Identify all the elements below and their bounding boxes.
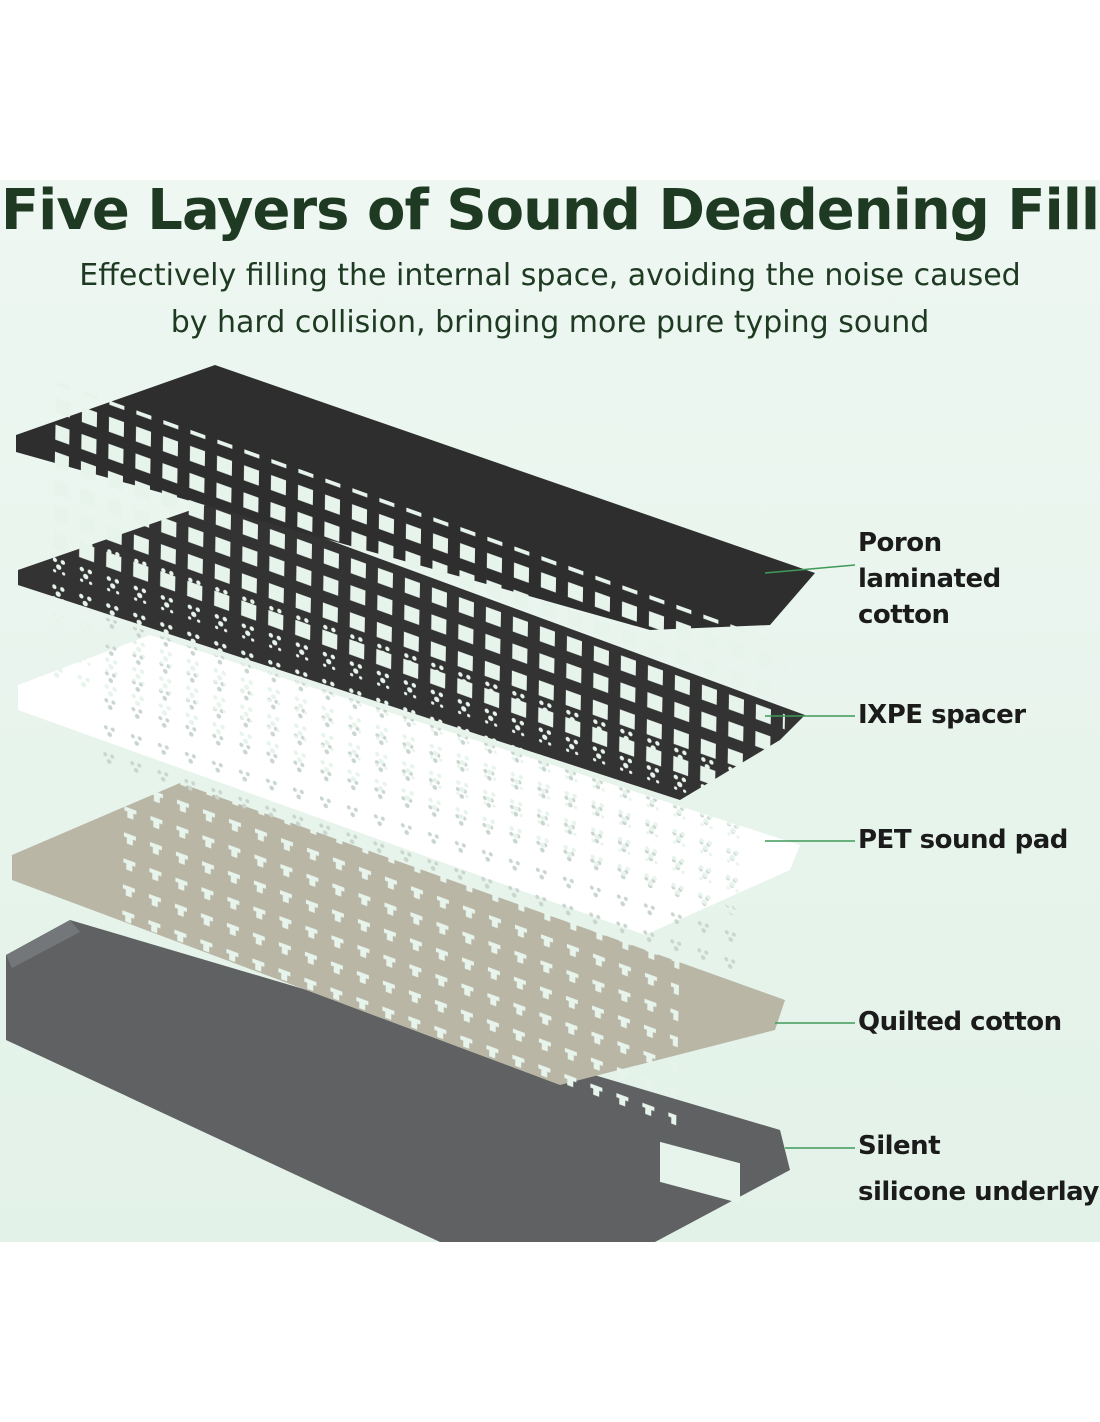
subtitle: Effectively filling the internal space, … xyxy=(79,258,1021,340)
label-poron: Poron laminated cotton xyxy=(858,525,1100,633)
quilted-cotton-layer xyxy=(12,733,785,1141)
label-pet-line1: PET sound pad xyxy=(858,825,1068,855)
label-poron-line2: laminated cotton xyxy=(858,564,1001,630)
label-pet: PET sound pad xyxy=(858,822,1068,858)
label-silicone-line1: Silent xyxy=(858,1131,941,1161)
label-ixpe: IXPE spacer xyxy=(858,697,1026,733)
leader-lines xyxy=(764,564,856,1149)
label-poron-line1: Poron xyxy=(858,528,942,558)
label-silicone: Silent silicone underlay xyxy=(858,1128,1099,1210)
layer-stack-illustration xyxy=(6,365,856,1242)
silicone-underlay-layer xyxy=(6,920,790,1242)
product-infographic: Five Layers of Sound Deadening Fill Effe… xyxy=(0,180,1100,1242)
leader-line-poron xyxy=(764,564,856,574)
label-ixpe-line1: IXPE spacer xyxy=(858,700,1026,730)
page-title: Five Layers of Sound Deadening Fill xyxy=(0,180,1100,243)
poron-cotton-layer xyxy=(16,365,815,820)
label-quilted: Quilted cotton xyxy=(858,1004,1062,1040)
label-quilted-line1: Quilted cotton xyxy=(858,1007,1062,1037)
label-silicone-line2: silicone underlay xyxy=(858,1177,1099,1207)
